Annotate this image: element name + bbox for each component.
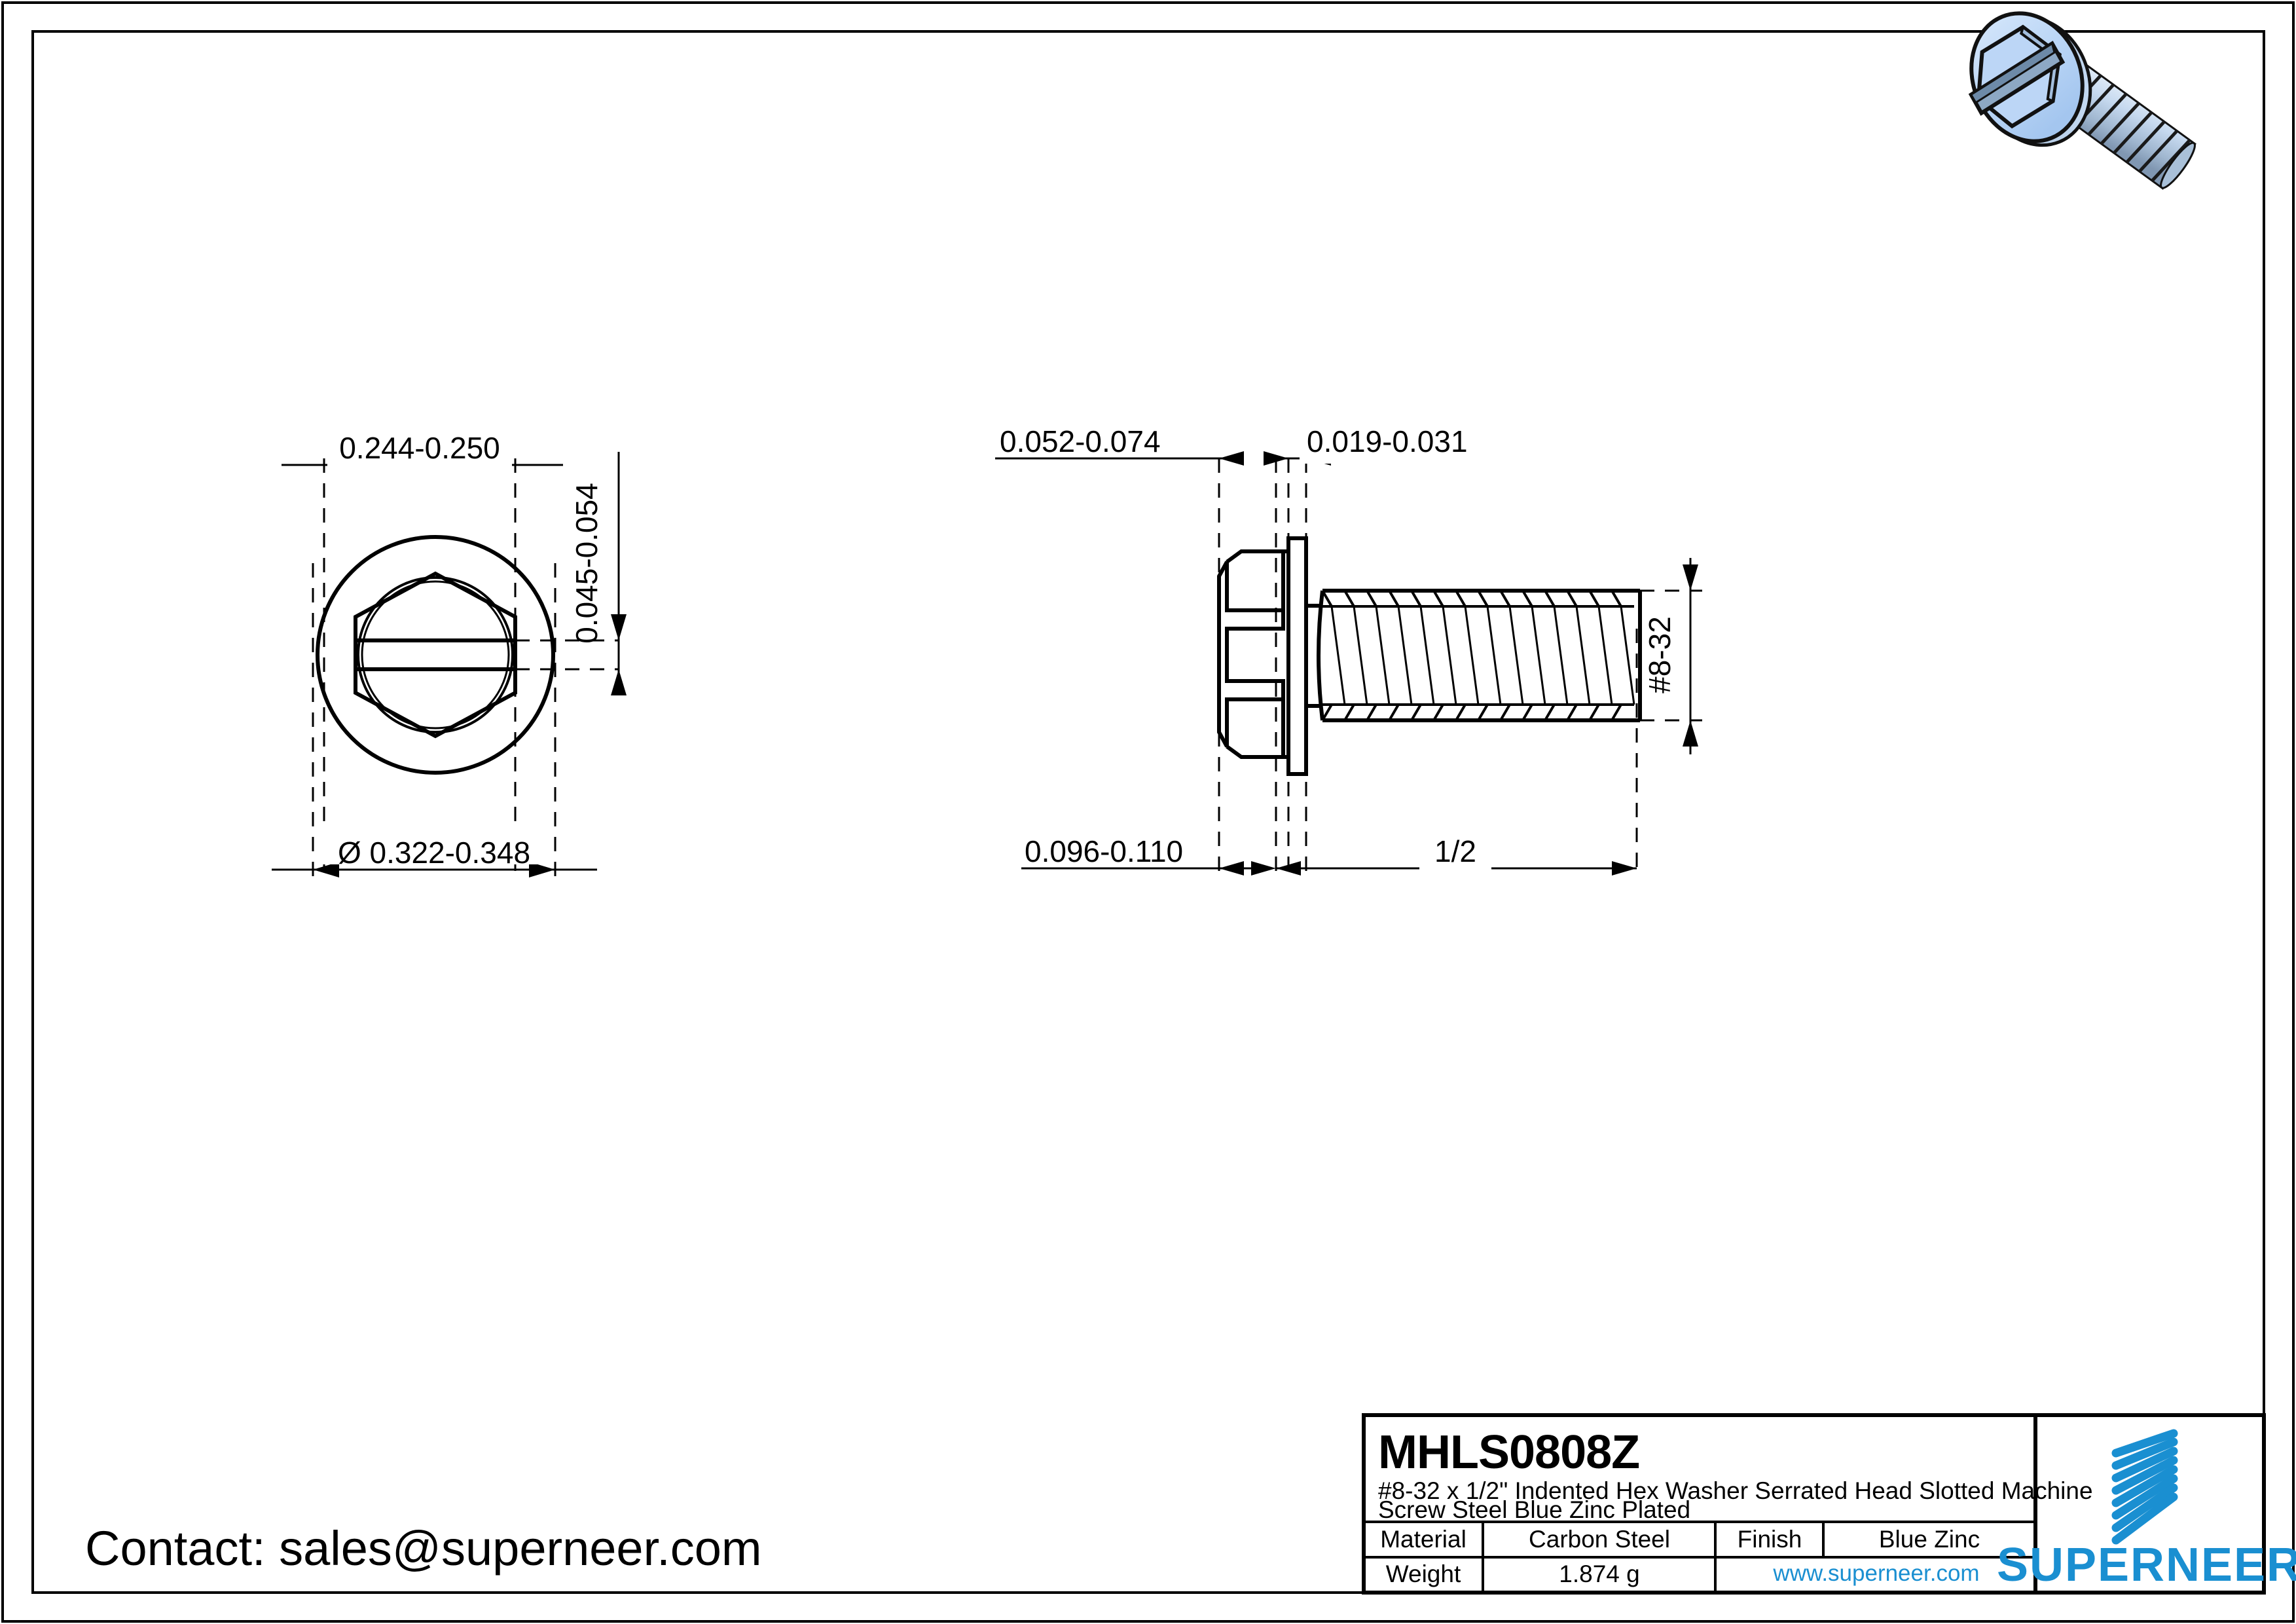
dimension-washer-thickness: 0.019-0.031 xyxy=(1264,424,1496,466)
material-value: Carbon Steel xyxy=(1529,1526,1670,1553)
arrow-overall-head xyxy=(1219,861,1244,876)
weight-value: 1.874 g xyxy=(1559,1560,1639,1587)
dim-label-washer-diameter: Ø 0.322-0.348 xyxy=(338,836,530,870)
dimension-across-flats: 0.244-0.250 xyxy=(282,431,563,483)
website-link[interactable]: www.superneer.com xyxy=(1772,1560,1979,1586)
dia-text-mask xyxy=(321,826,543,864)
dimension-washer-diameter: Ø 0.322-0.348 xyxy=(272,826,597,877)
arrow-thread-bottom xyxy=(1683,720,1698,747)
dimension-head-height: 0.052-0.074 xyxy=(995,424,1244,466)
part-number: MHLS0808Z xyxy=(1378,1426,1639,1479)
description-line-2: Screw Steel Blue Zinc Plated xyxy=(1378,1496,1690,1523)
arrow-dia-right xyxy=(529,862,555,877)
arrow-dia-left xyxy=(313,862,339,877)
arrow-slot-top xyxy=(611,614,627,640)
contact-line: Contact: sales@superneer.com xyxy=(85,1521,762,1576)
indent-circle-inner xyxy=(361,580,510,729)
description-line-1: #8-32 x 1/2" Indented Hex Washer Serrate… xyxy=(1378,1477,2093,1504)
arrow-tl-left-in xyxy=(1276,861,1301,876)
dim-label-overall-head-thickness: 0.096-0.110 xyxy=(1025,834,1183,868)
shank-left-cap xyxy=(1317,590,1324,721)
washer-rect xyxy=(1286,536,1308,776)
dimension-thread-length: 1/2 xyxy=(1251,834,1637,876)
dim-label-slot-width: 0.045-0.054 xyxy=(570,483,604,644)
weight-label: Weight xyxy=(1386,1560,1461,1587)
head-end-view: 0.244-0.250 0.045-0.054 Ø 0.322-0.348 xyxy=(272,431,627,877)
flange-washer-profile xyxy=(1286,536,1308,776)
inner-frame-border xyxy=(31,30,2265,1594)
dim-label-thread-length: 1/2 xyxy=(1434,834,1476,868)
dimension-slot-width: 0.045-0.054 xyxy=(570,452,627,695)
indent-circle-outer xyxy=(357,576,514,733)
arrow-thread-top xyxy=(1683,564,1698,591)
arrow-tl-right xyxy=(1612,861,1637,876)
slot-groove-3d xyxy=(1968,41,2066,116)
thread-teeth-top xyxy=(1321,589,1622,608)
arrow-tl-left-out xyxy=(1251,861,1276,876)
logo-stripes-icon xyxy=(2111,1429,2178,1545)
superneer-logo: SUPERNEER xyxy=(1997,1429,2296,1591)
hex-head-outline xyxy=(354,571,517,739)
hex-chamfer-bottom xyxy=(1226,699,1285,759)
title-block: MHLS0808Z #8-32 x 1/2" Indented Hex Wash… xyxy=(1362,1413,2296,1595)
hex-chamfer-top xyxy=(1226,549,1285,610)
dim-label-head-height: 0.052-0.074 xyxy=(1000,424,1161,458)
screw-3d-preview xyxy=(1968,11,2196,190)
arrow-washer-left xyxy=(1264,451,1288,466)
finish-label: Finish xyxy=(1738,1526,1802,1553)
dim-label-across-flats: 0.244-0.250 xyxy=(339,431,500,465)
dim-text-mask xyxy=(327,445,512,483)
threaded-shank-profile xyxy=(1306,589,1642,722)
finish-value: Blue Zinc xyxy=(1879,1526,1980,1553)
thread-teeth-bottom xyxy=(1321,703,1622,722)
arrow-slot-bottom xyxy=(611,669,627,695)
dimension-thread-size: #8-32 xyxy=(1643,558,1698,754)
arrow-head-height xyxy=(1219,451,1244,466)
dimension-overall-head-thickness: 0.096-0.110 xyxy=(1021,834,1257,876)
dim-label-washer-thickness: 0.019-0.031 xyxy=(1307,424,1468,458)
material-label: Material xyxy=(1380,1526,1467,1553)
washer-circle-outline xyxy=(316,535,555,775)
tl-text-mask xyxy=(1419,842,1491,874)
dim-label-thread-size: #8-32 xyxy=(1643,616,1677,693)
washer-thk-mask xyxy=(1300,432,1496,464)
thread-helix-lines xyxy=(1330,606,1635,705)
logo-wordmark: SUPERNEER xyxy=(1997,1539,2296,1591)
logo-cell-frame xyxy=(2033,1413,2266,1595)
side-profile-view: 0.052-0.074 0.019-0.031 #8-32 0.096-0.11… xyxy=(995,424,1702,876)
